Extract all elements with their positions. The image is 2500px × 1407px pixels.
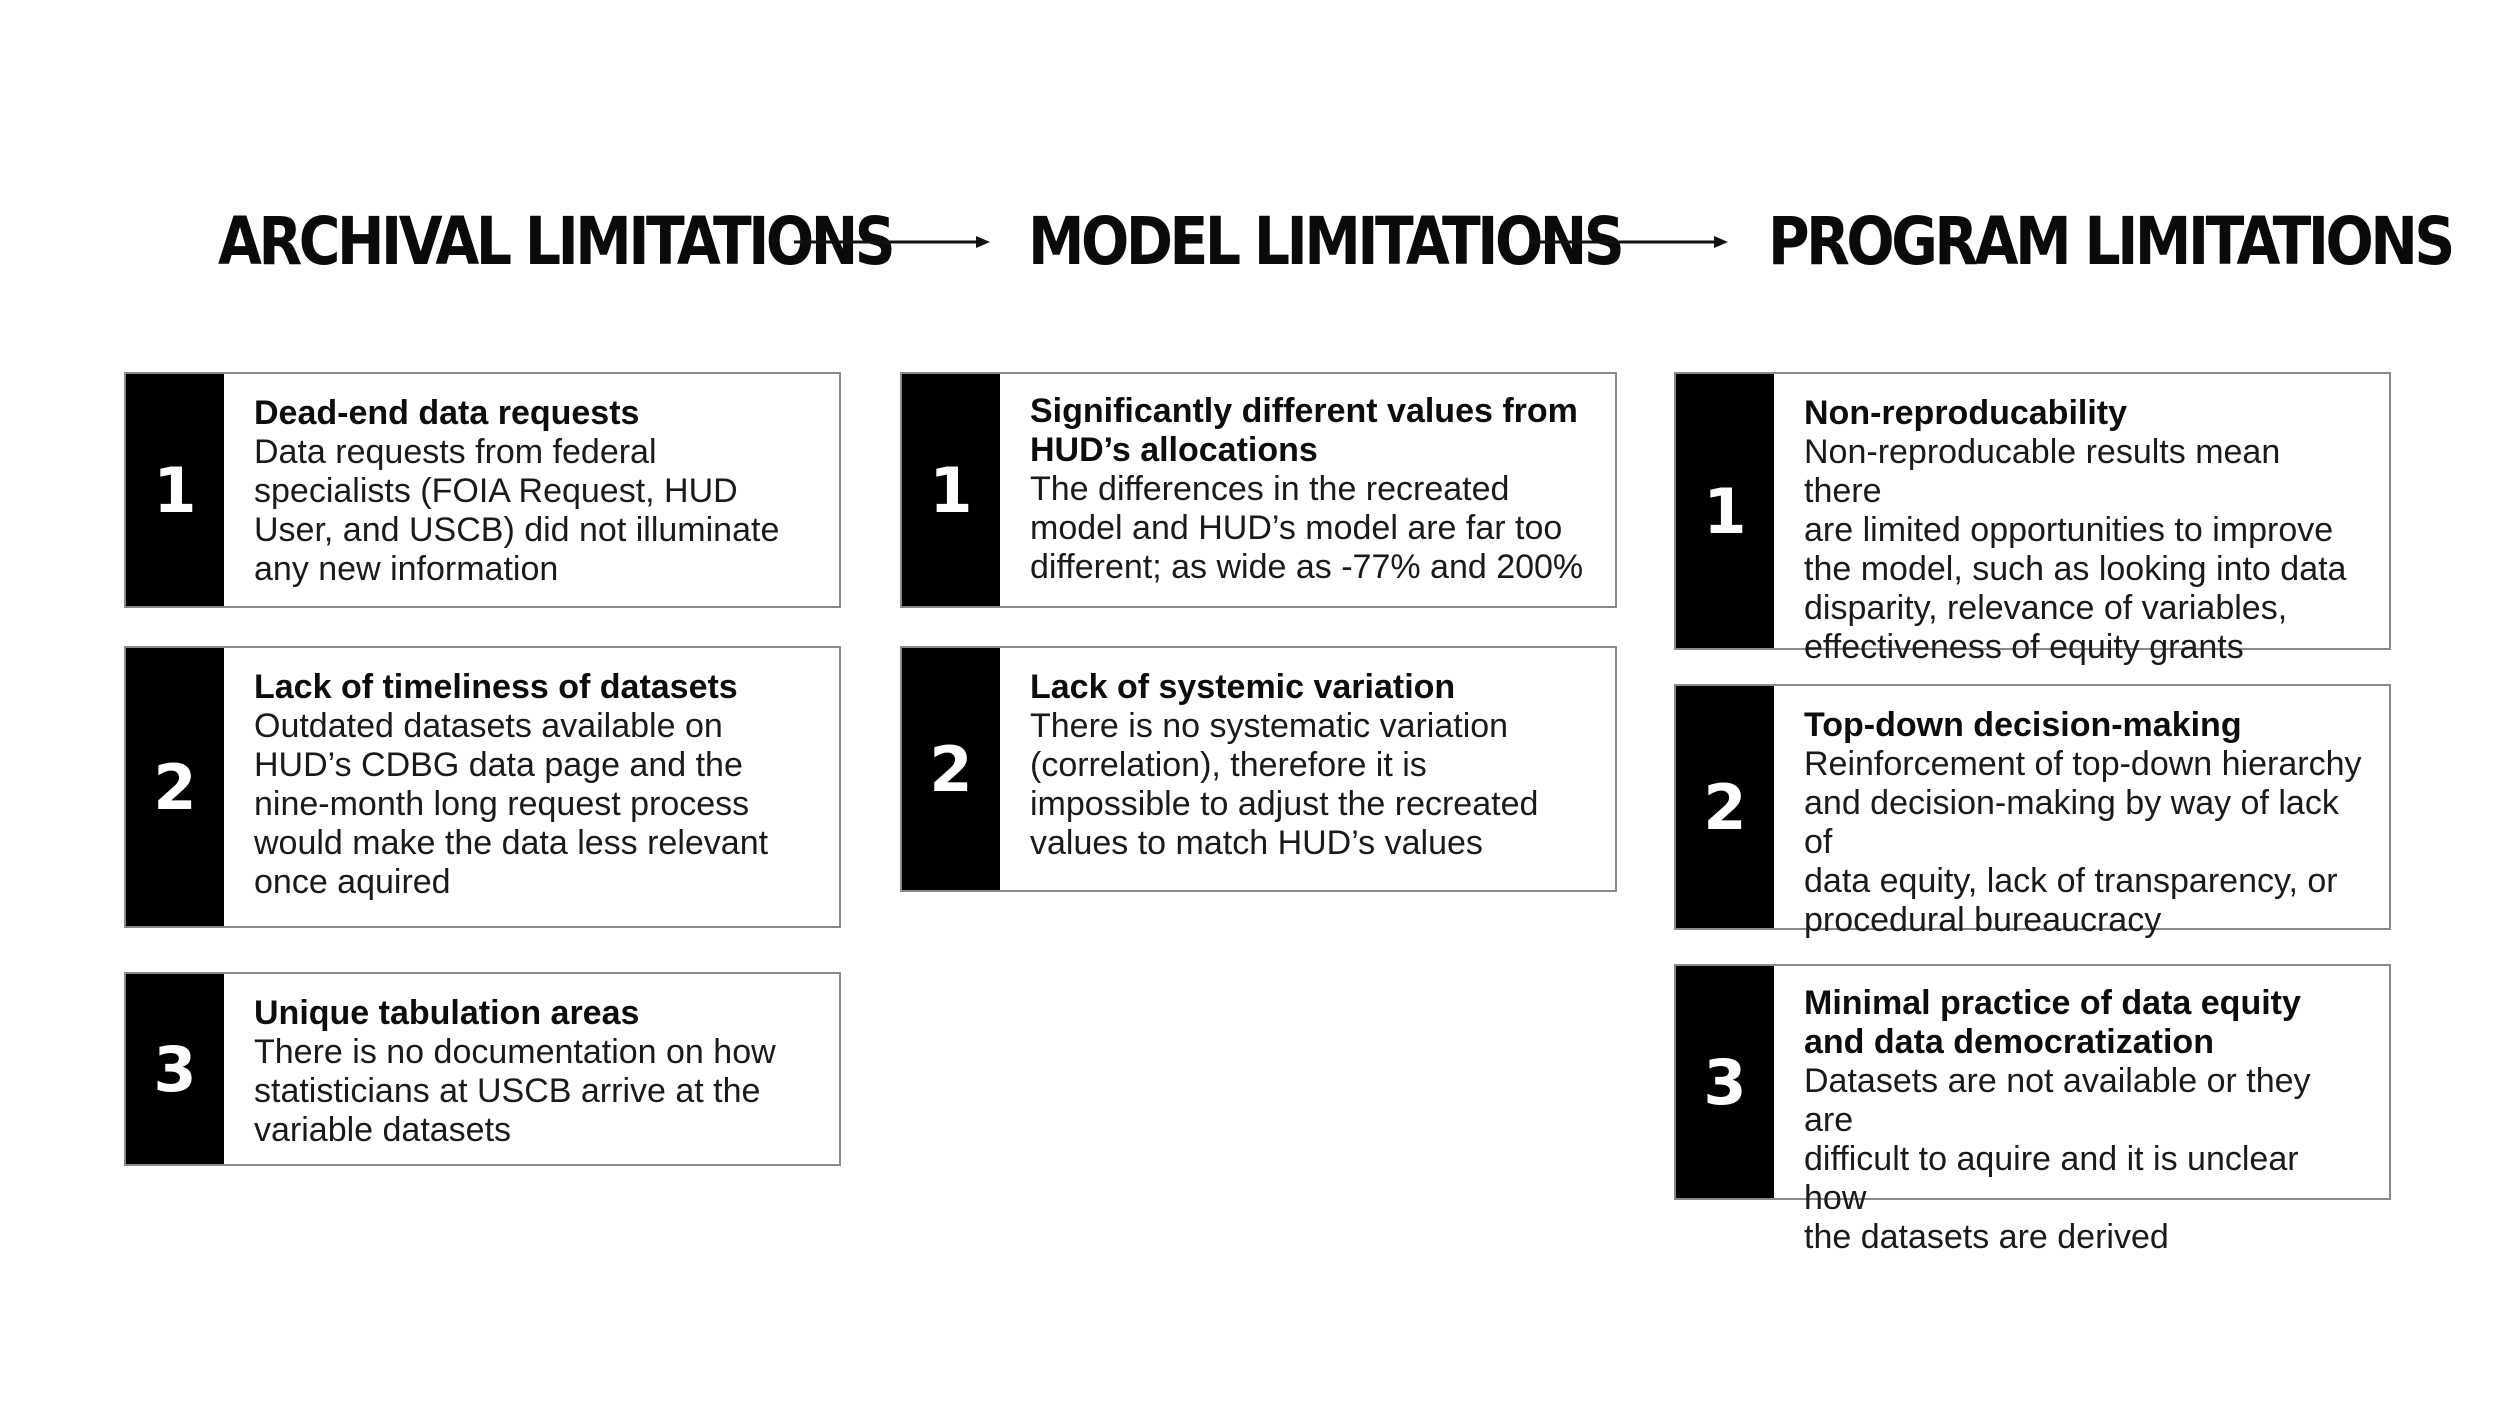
card-number: 1 [126,374,224,606]
arrow-right-icon [794,236,990,248]
card-number: 3 [126,974,224,1164]
card-description: The differences in the recreated model a… [1030,470,1584,586]
card-number: 2 [902,648,1000,890]
card-description: Non-reproducable results mean there are … [1804,433,2347,666]
card-title: Significantly different values from HUD’… [1030,392,1578,469]
arrow-right-icon [1532,236,1728,248]
model-card-2: 2 Lack of systemic variation There is no… [900,646,1617,892]
heading-model-limitations: MODEL LIMITATIONS [1028,203,1625,280]
card-description: Datasets are not available or they are d… [1804,1062,2311,1256]
card-description: Outdated datasets available on HUD’s CDB… [254,707,769,901]
card-number: 1 [902,374,1000,606]
card-title: Lack of timeliness of datasets [254,668,738,706]
card-number: 1 [1676,374,1774,648]
card-title: Lack of systemic variation [1030,668,1456,706]
card-title: Non-reproducability [1804,394,2128,432]
card-description: There is no systematic variation (correl… [1030,707,1539,862]
program-card-2: 2 Top-down decision-making Reinforcement… [1674,684,2391,939]
heading-archival-limitations: ARCHIVAL LIMITATIONS [218,203,896,280]
model-card-1: 1 Significantly different values from HU… [900,372,1617,608]
card-number: 2 [126,648,224,926]
card-description: Data requests from federal specialists (… [254,433,780,588]
program-card-1: 1 Non-reproducability Non-reproducable r… [1674,372,2391,666]
archival-card-3: 3 Unique tabulation areas There is no do… [124,972,841,1166]
card-number: 2 [1676,686,1774,928]
card-title: Dead-end data requests [254,394,640,432]
program-card-3: 3 Minimal practice of data equity and da… [1674,964,2391,1256]
card-description: There is no documentation on how statist… [254,1033,776,1149]
archival-card-2: 2 Lack of timeliness of datasets Outdate… [124,646,841,928]
card-description: Reinforcement of top-down hierarchy and … [1804,745,2362,939]
card-number: 3 [1676,966,1774,1198]
card-title: Unique tabulation areas [254,994,640,1032]
heading-program-limitations: PROGRAM LIMITATIONS [1768,203,2455,280]
archival-card-1: 1 Dead-end data requests Data requests f… [124,372,841,608]
card-title: Top-down decision-making [1804,706,2242,744]
card-title: Minimal practice of data equity and data… [1804,984,2301,1061]
